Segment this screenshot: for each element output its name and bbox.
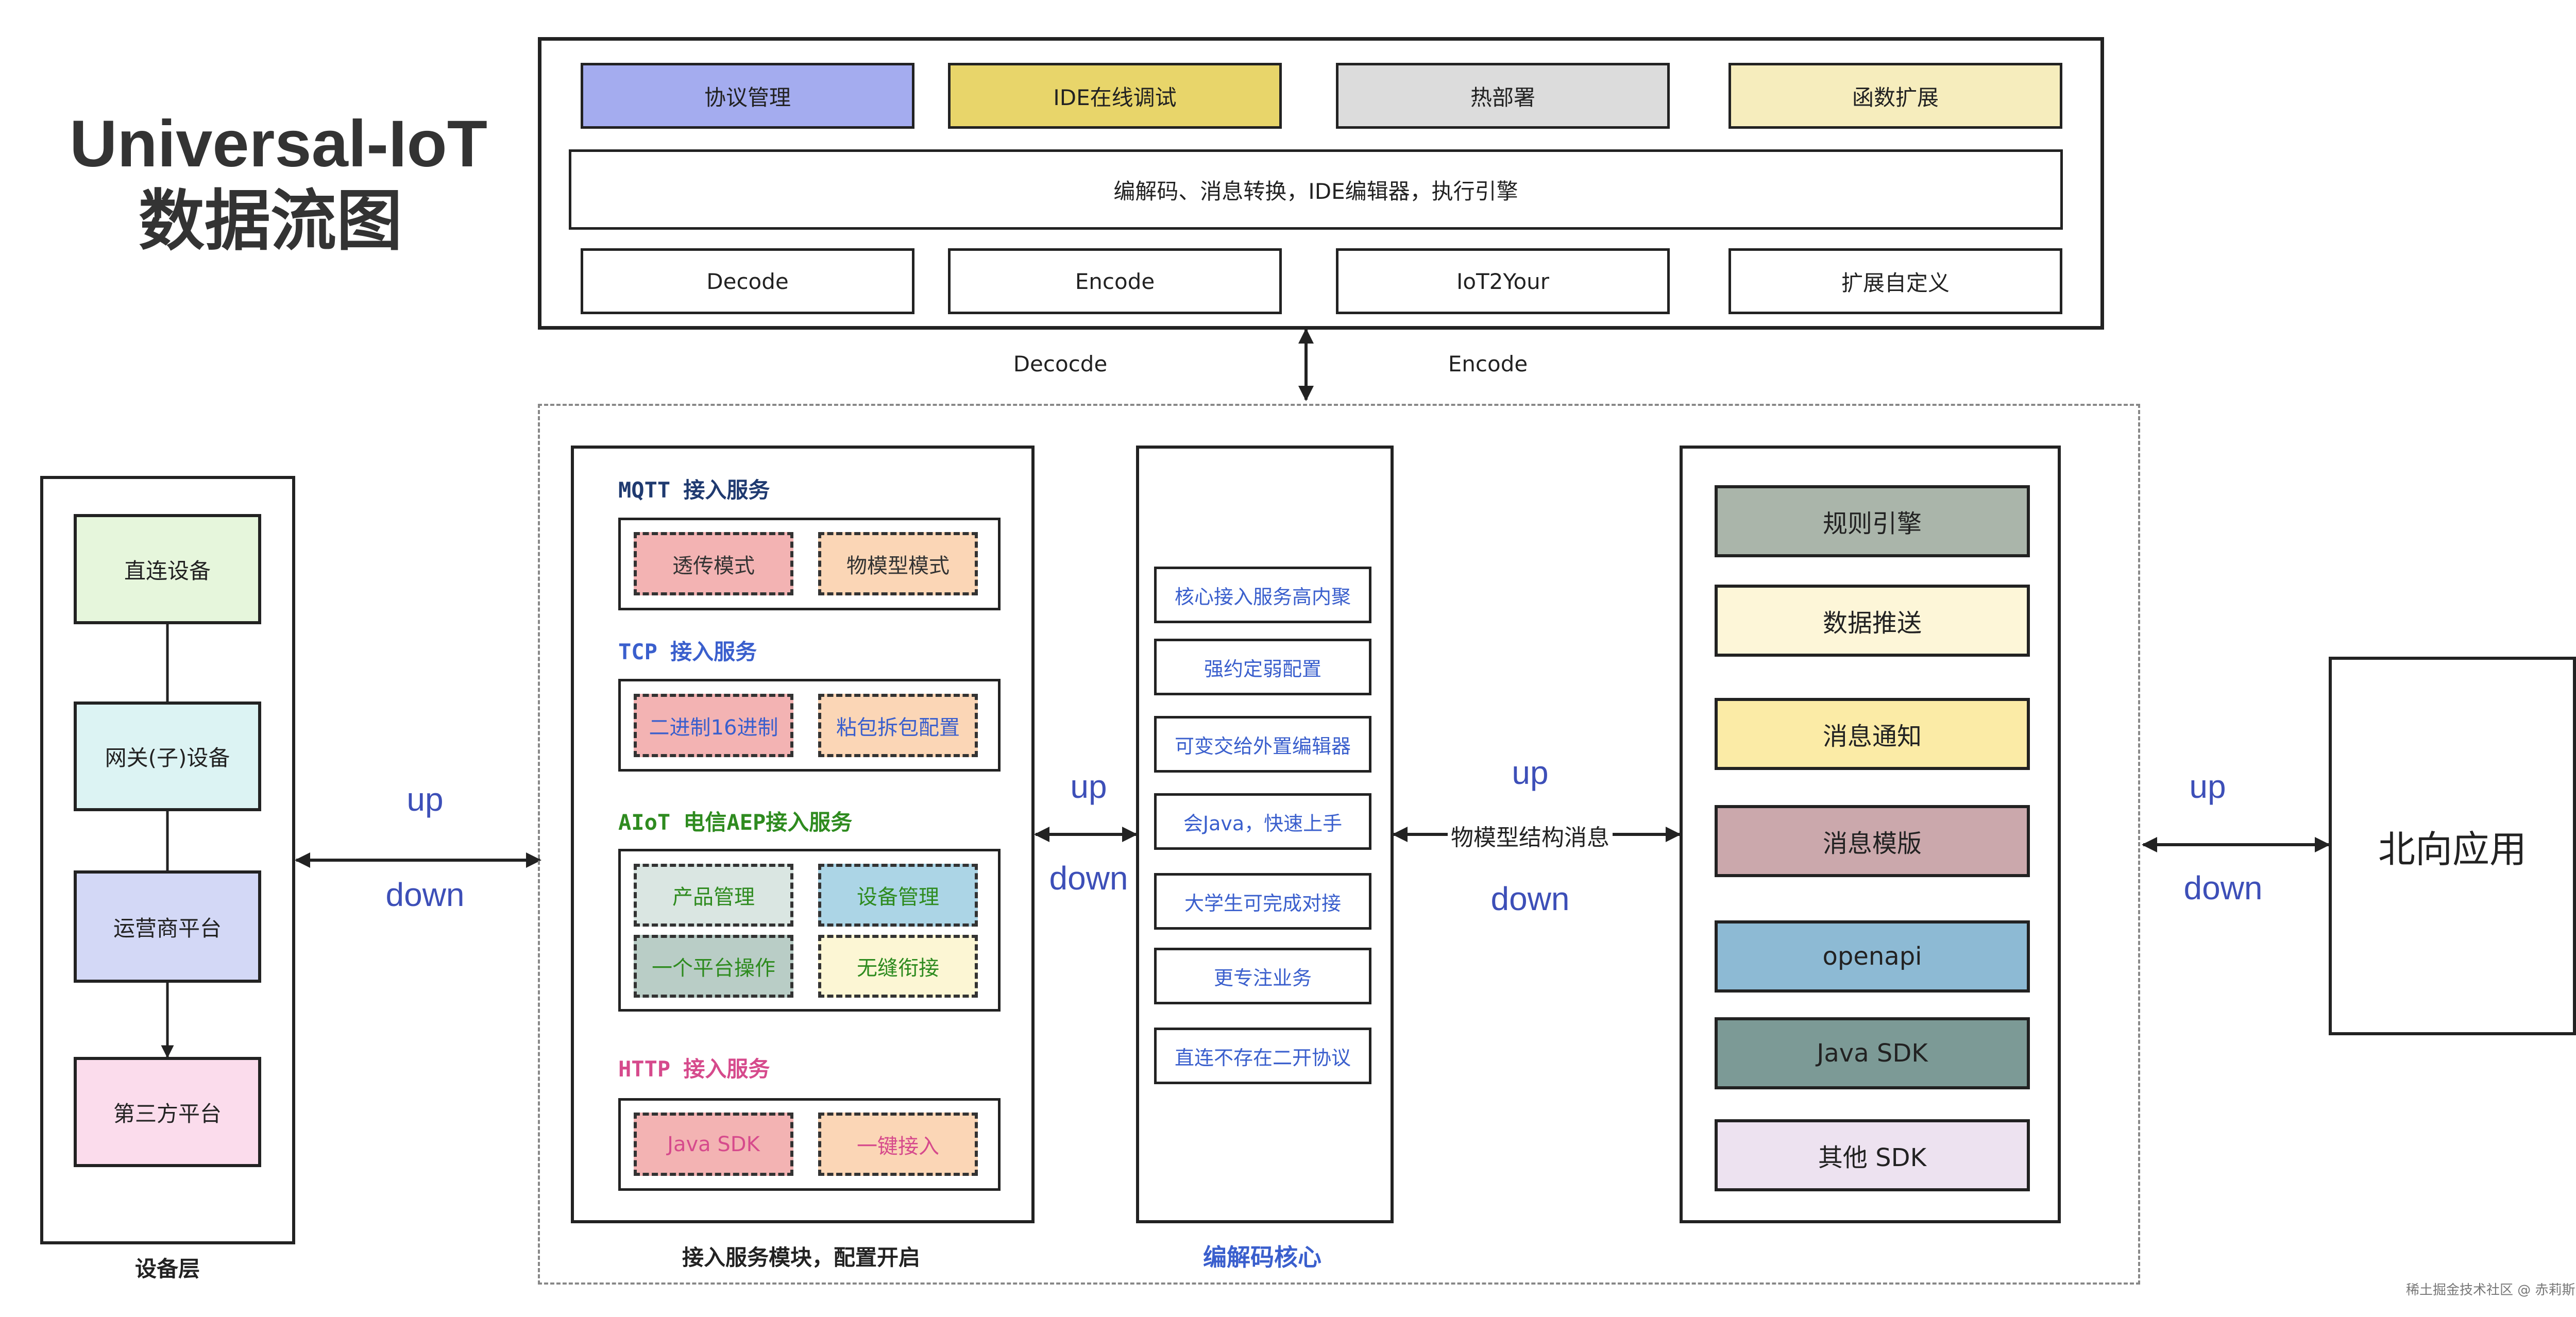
- up-label-device: up: [406, 781, 444, 818]
- gateway-device-box: 网关(子)设备: [74, 702, 261, 811]
- encode-label: Encode: [1448, 351, 1528, 377]
- codec-item-focus-business: 更专注业务: [1154, 948, 1371, 1004]
- access-services-panel: [571, 446, 1035, 1223]
- third-party-platform-box: 第三方平台: [74, 1057, 261, 1167]
- mqtt-section-box: [618, 518, 1001, 610]
- custom-extension-box: 扩展自定义: [1728, 248, 2062, 314]
- ide-debug-box: IDE在线调试: [948, 63, 1282, 129]
- codec-core-caption: 编解码核心: [1203, 1243, 1321, 1271]
- aiot-section-box: [618, 849, 1001, 1012]
- down-label-device: down: [385, 876, 465, 913]
- codec-item-java-quickstart: 会Java，快速上手: [1154, 793, 1371, 850]
- passthrough-mode-box: 透传模式: [634, 532, 793, 595]
- encode-box: Encode: [948, 248, 1282, 314]
- title-line-1: Universal-IoT: [70, 107, 487, 181]
- single-platform-ops-box: 一个平台操作: [634, 935, 793, 998]
- down-label-north: down: [2183, 869, 2263, 906]
- codec-item-no-secondary-protocol: 直连不存在二开协议: [1154, 1028, 1371, 1084]
- platform-region: [538, 404, 2140, 1285]
- java-sdk-access-box: Java SDK: [634, 1113, 793, 1176]
- carrier-platform-box: 运营商平台: [74, 870, 261, 983]
- codec-item-convention: 强约定弱配置: [1154, 639, 1371, 695]
- up-label-north: up: [2189, 768, 2226, 805]
- codec-core-panel: [1136, 446, 1394, 1223]
- mqtt-section-title: MQTT 接入服务: [618, 477, 770, 503]
- top-panel: [538, 37, 2104, 330]
- rule-engine-box: 规则引擎: [1715, 485, 2030, 557]
- engine-summary-box: 编解码、消息转换，IDE编辑器，执行引擎: [569, 149, 2063, 230]
- codec-item-students: 大学生可完成对接: [1154, 873, 1371, 930]
- title-line-2: 数据流图: [138, 184, 402, 258]
- down-label-codec: down: [1490, 880, 1570, 917]
- data-push-box: 数据推送: [1715, 585, 2030, 657]
- decocde-label: Decocde: [1013, 351, 1108, 377]
- protocol-management-box: 协议管理: [581, 63, 914, 129]
- http-section-box: [618, 1098, 1001, 1191]
- thing-model-mode-box: 物模型模式: [818, 532, 978, 595]
- codec-item-cohesion: 核心接入服务高内聚: [1154, 567, 1371, 623]
- binary-hex-box: 二进制16进制: [634, 694, 793, 757]
- outputs-panel: [1680, 446, 2061, 1223]
- codec-item-external-editor: 可变交给外置编辑器: [1154, 716, 1371, 773]
- iot2your-box: IoT2Your: [1336, 248, 1670, 314]
- hot-deploy-box: 热部署: [1336, 63, 1670, 129]
- tcp-section-box: [618, 679, 1001, 772]
- http-section-title: HTTP 接入服务: [618, 1056, 770, 1082]
- message-notify-box: 消息通知: [1715, 698, 2030, 770]
- other-sdk-box: 其他 SDK: [1715, 1119, 2030, 1191]
- openapi-box: openapi: [1715, 920, 2030, 993]
- device-management-box: 设备管理: [818, 864, 978, 927]
- down-label-access: down: [1049, 860, 1128, 897]
- device-layer-caption: 设备层: [134, 1256, 200, 1281]
- java-sdk-output-box: Java SDK: [1715, 1017, 2030, 1089]
- packet-split-config-box: 粘包拆包配置: [818, 694, 978, 757]
- aiot-section-title: AIoT 电信AEP接入服务: [618, 810, 853, 835]
- device-layer-panel: [40, 476, 295, 1244]
- tcp-section-title: TCP 接入服务: [618, 639, 757, 664]
- message-template-box: 消息模版: [1715, 805, 2030, 877]
- seamless-connection-box: 无缝衔接: [818, 935, 978, 998]
- up-label-access: up: [1070, 768, 1107, 805]
- north-application-box: 北向应用: [2329, 657, 2576, 1035]
- function-extension-box: 函数扩展: [1728, 63, 2062, 129]
- up-label-codec: up: [1512, 754, 1549, 791]
- one-click-access-box: 一键接入: [818, 1113, 978, 1176]
- direct-device-box: 直连设备: [74, 514, 261, 624]
- thing-model-message-label: 物模型结构消息: [1448, 819, 1613, 852]
- diagram-title: Universal-IoT 数据流图: [70, 106, 487, 260]
- access-module-caption: 接入服务模块，配置开启: [682, 1245, 921, 1270]
- decode-box: Decode: [581, 248, 914, 314]
- product-management-box: 产品管理: [634, 864, 793, 927]
- watermark: 稀土掘金技术社区 @ 赤莉斯NexIoT: [2406, 1282, 2576, 1298]
